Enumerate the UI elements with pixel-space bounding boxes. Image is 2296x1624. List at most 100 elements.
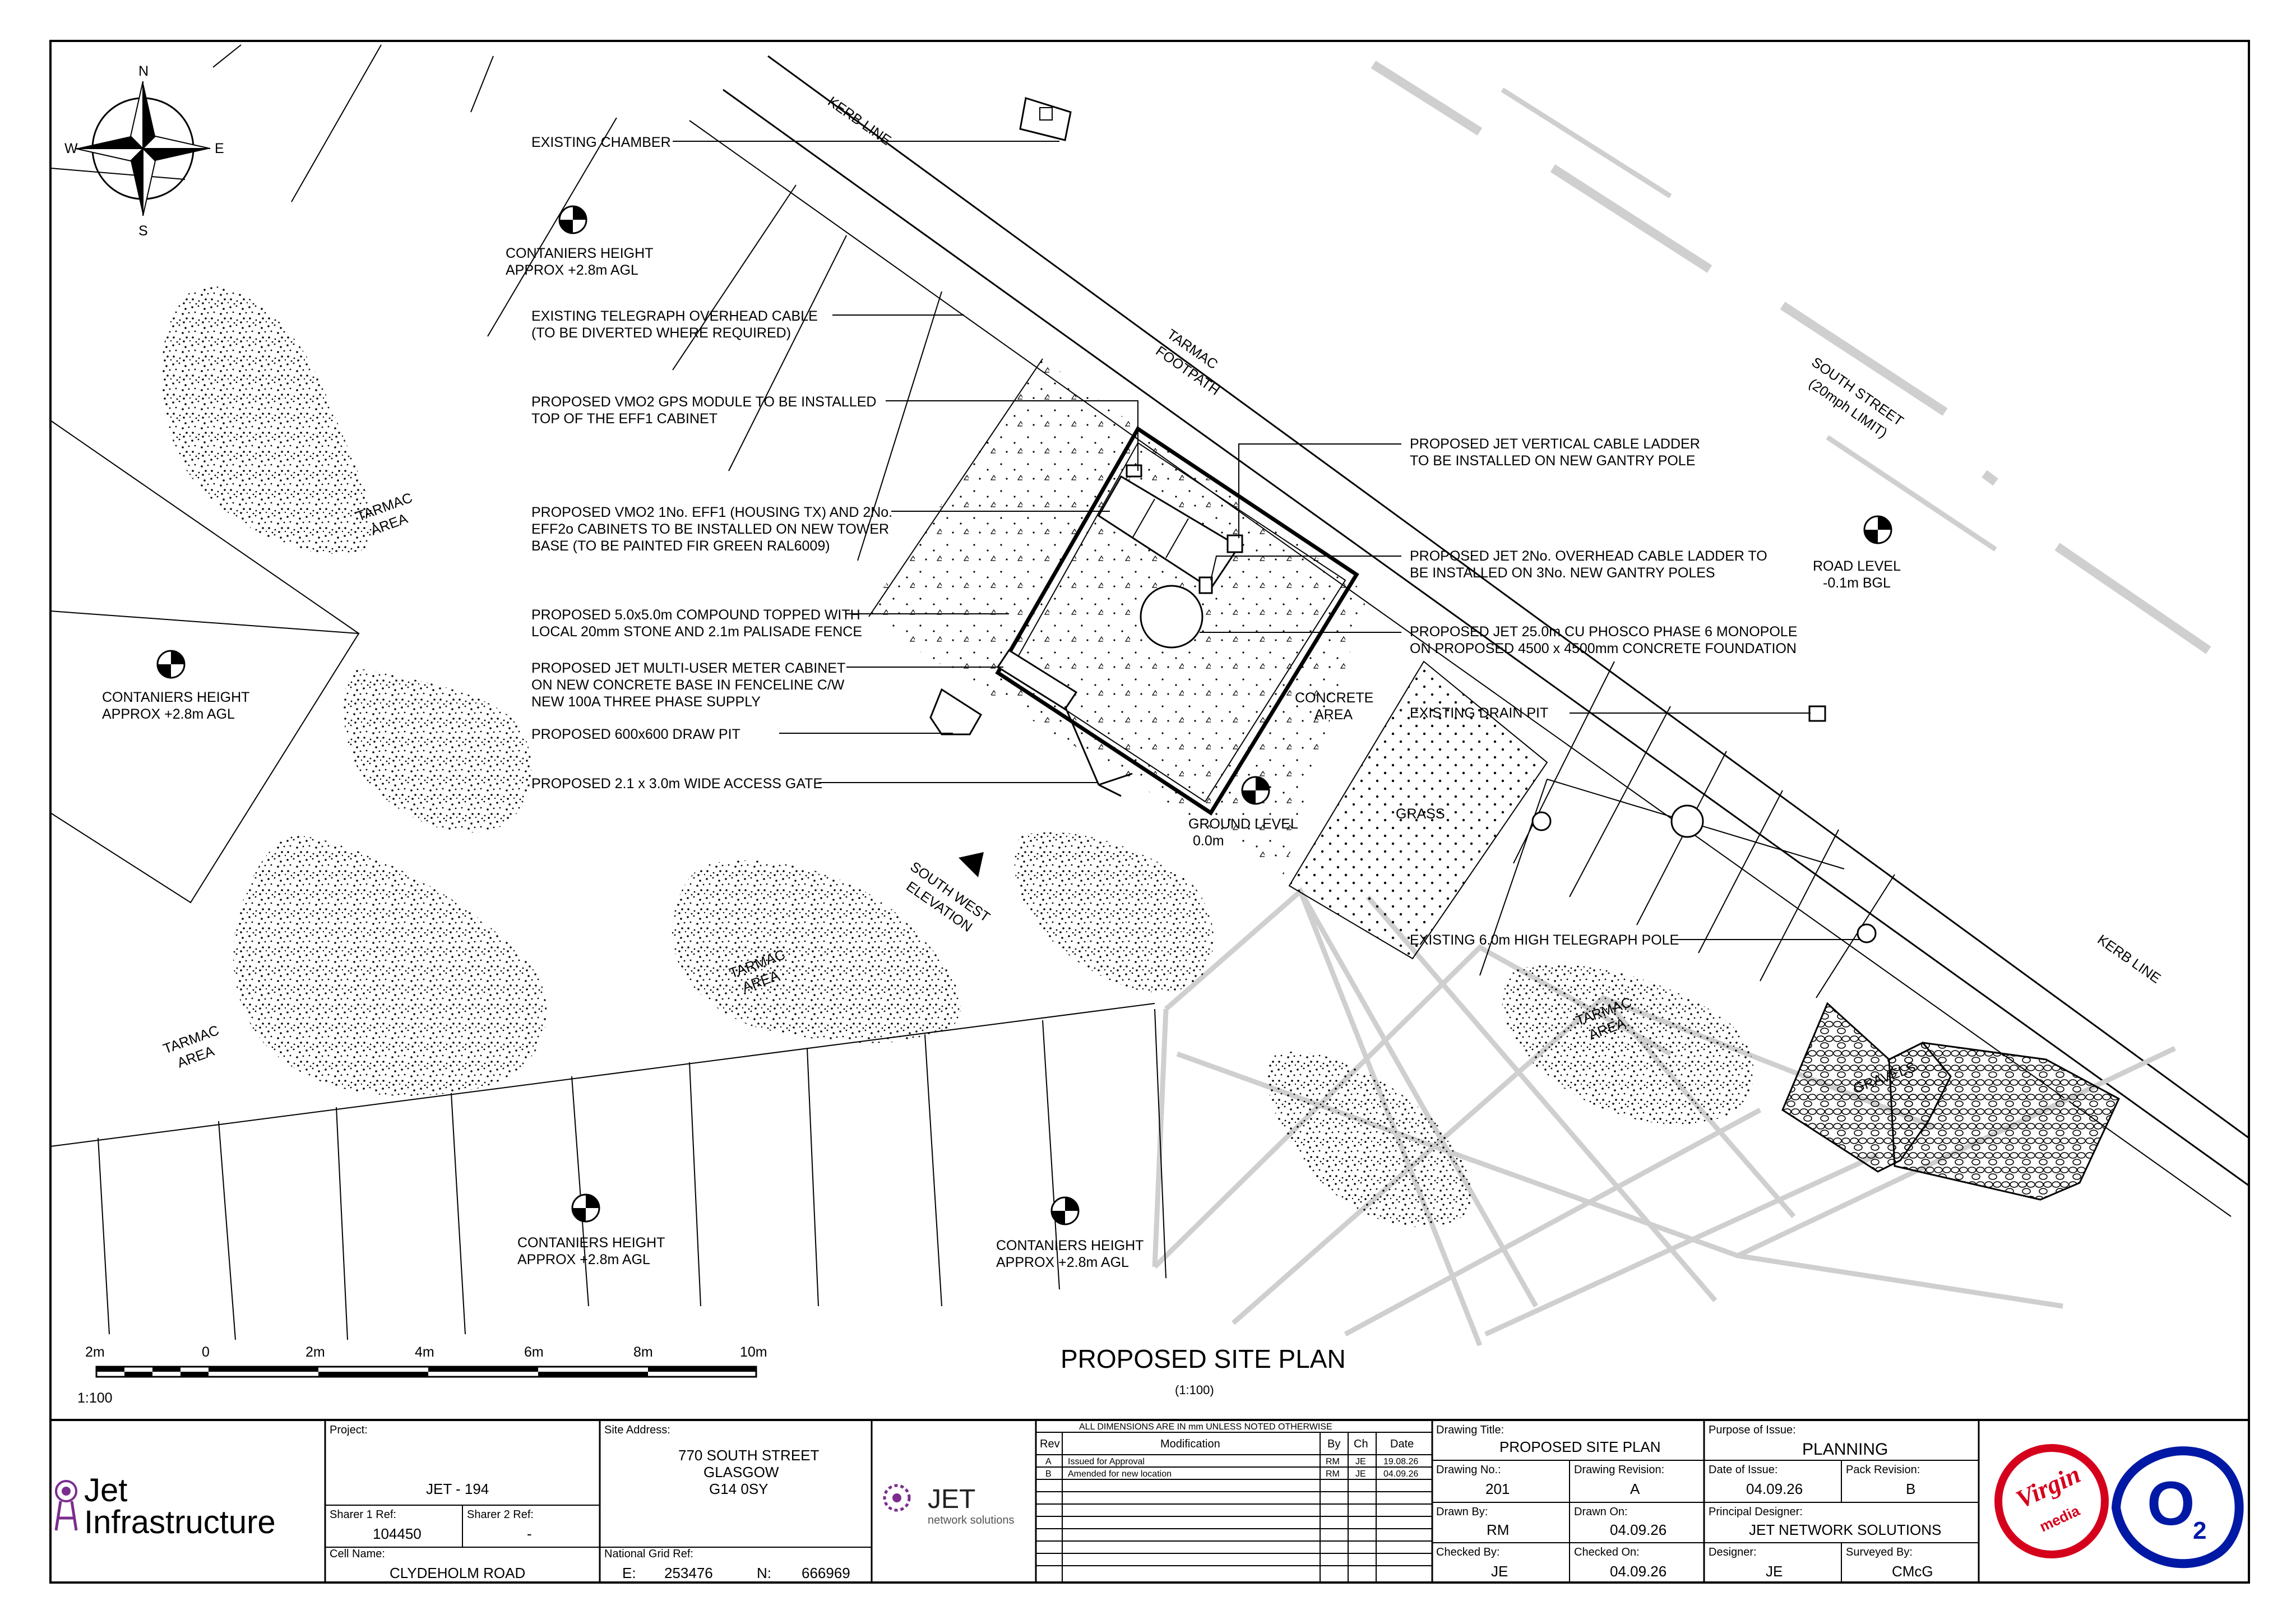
level-marker-icon [558, 205, 587, 234]
svg-text:TOP OF THE EFF1 CABINET: TOP OF THE EFF1 CABINET [531, 411, 718, 427]
svg-text:BASE (TO BE PAINTED FIR GREEN: BASE (TO BE PAINTED FIR GREEN RAL6009) [531, 538, 830, 554]
svg-text:PROPOSED JET 2No. OVERHEAD CAB: PROPOSED JET 2No. OVERHEAD CABLE LADDER … [1410, 548, 1767, 564]
level-marker-icon [571, 1193, 600, 1223]
svg-text:EFF2o CABINETS TO BE INSTALLED: EFF2o CABINETS TO BE INSTALLED ON NEW TO… [531, 521, 889, 537]
plot-boundaries [50, 44, 1895, 1340]
gps-module [1126, 464, 1142, 478]
callout-telegraph-pole: EXISTING 6.0m HIGH TELEGRAPH POLE [1410, 932, 1679, 948]
svg-text:PROPOSED 2.1 x 3.0m WIDE ACCES: PROPOSED 2.1 x 3.0m WIDE ACCESS GATE [531, 776, 822, 792]
drain-pit-icon [1808, 705, 1826, 722]
grid-ref-label: National Grid Ref: [604, 1548, 693, 1560]
svg-text:EXISTING DRAIN PIT: EXISTING DRAIN PIT [1410, 705, 1548, 721]
callout-overhead-ladder: PROPOSED JET 2No. OVERHEAD CABLE LADDER … [1410, 548, 1767, 564]
callout-monopole: PROPOSED JET 25.0m CU PHOSCO PHASE 6 MON… [1410, 624, 1797, 640]
pack-rev-label: Pack Revision: [1846, 1464, 1920, 1476]
containers-height-label: CONTANIERS HEIGHT [517, 1235, 665, 1251]
sw-elevation-arrow-icon [959, 852, 984, 877]
containers-height-label: CONTANIERS HEIGHT [996, 1238, 1144, 1253]
surveyed-label: Surveyed By: [1846, 1546, 1913, 1558]
issue-date-label: Date of Issue: [1709, 1464, 1777, 1476]
rev-cell: B [1045, 1469, 1052, 1479]
containers-height-label: CONTANIERS HEIGHT [506, 246, 653, 261]
svg-text:PROPOSED 5.0x5.0m COMPOUND TOP: PROPOSED 5.0x5.0m COMPOUND TOPPED WITH [531, 607, 860, 623]
o2-logo-text: O [2147, 1469, 2195, 1538]
callout-cabinets: EFF2o CABINETS TO BE INSTALLED ON NEW TO… [531, 521, 889, 537]
designer-value: JE [1766, 1563, 1783, 1580]
callouts-right: PROPOSED JET VERTICAL CABLE LADDER TO BE… [1410, 436, 1797, 948]
rev-cell: JE [1355, 1469, 1366, 1479]
pack-rev-value: B [1906, 1480, 1915, 1497]
revision-table: ALL DIMENSIONS ARE IN mm UNLESS NOTED OT… [1036, 1422, 1432, 1583]
site-address-line: G14 0SY [709, 1480, 769, 1497]
drawn-on-label: Drawn On: [1574, 1506, 1628, 1518]
surveyed-value: CMcG [1892, 1563, 1933, 1580]
grid-e-value: 253476 [664, 1565, 713, 1581]
containers-height-label: APPROX +2.8m AGL [102, 706, 235, 722]
callout-vertical-ladder: TO BE INSTALLED ON NEW GANTRY POLE [1410, 453, 1695, 469]
sharer2-label: Sharer 2 Ref: [467, 1509, 534, 1521]
drawing-scale: (1:100) [1175, 1383, 1214, 1397]
level-marker-icon [156, 650, 186, 679]
containers-height-label: APPROX +2.8m AGL [996, 1255, 1129, 1270]
drawing-title: PROPOSED SITE PLAN [1061, 1344, 1346, 1373]
company-name-2: Infrastructure [84, 1504, 276, 1540]
checked-by-label: Checked By: [1436, 1546, 1499, 1558]
callout-meter-cabinet: ON NEW CONCRETE BASE IN FENCELINE C/W [531, 677, 845, 693]
compass-e: E [215, 141, 224, 156]
checked-by-value: JE [1491, 1563, 1508, 1580]
rev-cell: A [1045, 1457, 1052, 1466]
rev-cell: Amended for new location [1068, 1469, 1172, 1479]
svg-text:PROPOSED VMO2 GPS MODULE TO BE: PROPOSED VMO2 GPS MODULE TO BE INSTALLED [531, 394, 876, 410]
svg-text:EXISTING CHAMBER: EXISTING CHAMBER [531, 135, 671, 150]
road-level-label: ROAD LEVEL [1813, 558, 1901, 574]
principal-label: Principal Designer: [1709, 1506, 1803, 1518]
scale-tick: 8m [633, 1344, 653, 1360]
meter-cabinet [996, 649, 1078, 711]
callout-drain-pit: EXISTING DRAIN PIT [1410, 705, 1548, 721]
tarmac-areas [161, 286, 1754, 1227]
rev-header: Ch [1354, 1438, 1368, 1450]
jet-network-logo: JET network solutions [883, 1484, 1015, 1526]
svg-text:ON NEW CONCRETE BASE IN FENCEL: ON NEW CONCRETE BASE IN FENCELINE C/W [531, 677, 845, 693]
callout-telegraph-cable: (TO BE DIVERTED WHERE REQUIRED) [531, 325, 791, 341]
grid-e-label: E: [622, 1565, 636, 1581]
concrete-area-label: CONCRETE [1295, 690, 1373, 706]
callout-compound: PROPOSED 5.0x5.0m COMPOUND TOPPED WITH [531, 607, 860, 623]
cell-value: CLYDEHOLM ROAD [390, 1565, 525, 1581]
rev-cell: Issued for Approval [1068, 1457, 1145, 1466]
scale-bar: 2m 0 2m 4m 6m 8m 10m 1:100 [77, 1344, 767, 1406]
svg-text:PROPOSED 600x600 DRAW PIT: PROPOSED 600x600 DRAW PIT [531, 727, 740, 742]
designer-label: Designer: [1709, 1546, 1757, 1558]
gantry-pole [1198, 576, 1213, 594]
svg-text:EXISTING TELEGRAPH OVERHEAD CA: EXISTING TELEGRAPH OVERHEAD CABLE [531, 308, 818, 324]
rev-cell: RM [1326, 1457, 1340, 1466]
svg-text:BE INSTALLED ON 3No. NEW GANTR: BE INSTALLED ON 3No. NEW GANTRY POLES [1410, 565, 1715, 581]
rev-cell: 04.09.26 [1383, 1469, 1418, 1479]
issue-date-value: 04.09.26 [1746, 1480, 1803, 1497]
drawing-no-value: 201 [1485, 1480, 1510, 1497]
compass-n: N [138, 63, 149, 79]
callout-vertical-ladder: PROPOSED JET VERTICAL CABLE LADDER [1410, 436, 1700, 452]
rev-cell: 19.08.26 [1383, 1457, 1418, 1466]
monopole-foundation [1140, 585, 1203, 649]
svg-text:TO BE INSTALLED ON NEW GANTRY: TO BE INSTALLED ON NEW GANTRY POLE [1410, 453, 1695, 469]
concrete-area-label: AREA [1314, 707, 1353, 723]
project-label: Project: [330, 1424, 368, 1436]
callout-existing-chamber: EXISTING CHAMBER [531, 135, 671, 150]
scale-tick: 2m [305, 1344, 325, 1360]
scale-tick: 10m [740, 1344, 767, 1360]
existing-items [959, 97, 1877, 943]
containers-height-label: APPROX +2.8m AGL [506, 262, 638, 278]
rev-cell: RM [1326, 1469, 1340, 1479]
purpose-value: PLANNING [1802, 1440, 1888, 1459]
rev-header: By [1327, 1438, 1340, 1450]
callout-meter-cabinet: NEW 100A THREE PHASE SUPPLY [531, 694, 761, 710]
callout-gps-module: TOP OF THE EFF1 CABINET [531, 411, 718, 427]
callout-compound: LOCAL 20mm STONE AND 2.1m PALISADE FENCE [531, 624, 862, 640]
kerb-line-label: KERB LINE [825, 94, 894, 149]
callouts-left: EXISTING CHAMBER EXISTING TELEGRAPH OVER… [531, 135, 892, 792]
scale-tick: 2m [85, 1344, 105, 1360]
containers-height-label: CONTANIERS HEIGHT [102, 690, 249, 705]
containers-height-label: APPROX +2.8m AGL [517, 1252, 650, 1267]
leader-lines [673, 141, 1861, 940]
